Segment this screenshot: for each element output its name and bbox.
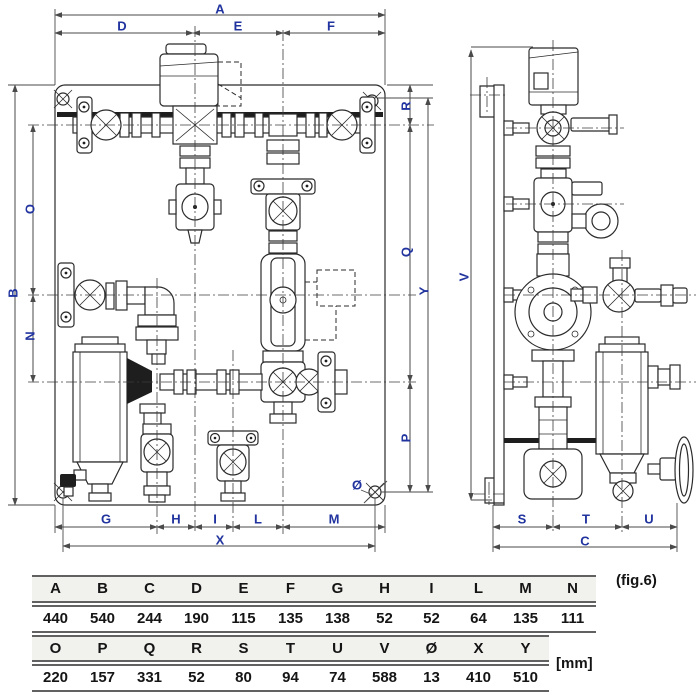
dim-value: 115 xyxy=(231,609,256,627)
col-header: T xyxy=(285,639,296,657)
col-header: O xyxy=(49,639,62,657)
col-header: N xyxy=(567,580,578,597)
dim-label-m: M xyxy=(328,511,340,527)
dim-label-c: C xyxy=(580,533,590,549)
dim-label-v: V xyxy=(456,272,472,282)
col-header: V xyxy=(379,639,390,657)
col-header: D xyxy=(191,580,202,597)
dim-value: 94 xyxy=(282,669,299,687)
col-header: G xyxy=(331,580,344,597)
units-label: [mm] xyxy=(556,655,593,672)
dim-value: 331 xyxy=(136,669,163,687)
dim-label-diameter: Ø xyxy=(351,477,363,493)
col-header: H xyxy=(379,580,390,597)
figure-caption: (fig.6) xyxy=(616,572,657,589)
dim-label-b: B xyxy=(5,288,21,298)
dim-label-l: L xyxy=(254,511,262,527)
dim-value: 111 xyxy=(560,609,585,627)
dim-label-h: H xyxy=(171,511,181,527)
dim-label-q: Q xyxy=(398,246,414,258)
dim-value: 410 xyxy=(465,669,492,687)
col-header: F xyxy=(285,580,296,597)
dim-value: 13 xyxy=(423,669,440,687)
dim-value: 540 xyxy=(89,609,116,627)
dim-value: 64 xyxy=(470,609,487,627)
col-header: P xyxy=(97,639,108,657)
dim-value: 52 xyxy=(423,609,440,627)
front-view xyxy=(53,43,386,506)
dim-value: 52 xyxy=(188,669,205,687)
dim-value: 80 xyxy=(235,669,252,687)
dim-value: 157 xyxy=(89,669,116,687)
technical-drawing xyxy=(8,9,696,552)
dim-label-g: G xyxy=(100,511,112,527)
dim-label-i: I xyxy=(213,511,217,527)
dim-value: 244 xyxy=(136,609,163,627)
dim-value: 135 xyxy=(512,609,539,627)
dimension-table: A B C D E F G H I L M N 440 540 244 190 … xyxy=(32,575,596,694)
table-header-row-2: O P Q R S T U V Ø X Y xyxy=(32,634,549,663)
dim-label-d: D xyxy=(117,18,127,34)
col-header: A xyxy=(50,580,61,597)
dim-label-s: S xyxy=(517,511,527,527)
col-header: S xyxy=(238,639,249,657)
col-header: B xyxy=(97,580,108,597)
centerlines xyxy=(28,26,696,534)
table-value-row-2: 220 157 331 52 80 94 74 588 13 410 510 xyxy=(32,664,549,692)
side-air-separator xyxy=(595,336,694,504)
col-header: Ø xyxy=(425,639,438,657)
col-header: X xyxy=(473,639,484,657)
dim-label-y: Y xyxy=(416,286,432,296)
dim-label-f: F xyxy=(327,18,335,34)
dim-label-r: R xyxy=(398,101,414,111)
dimension-lines xyxy=(8,9,678,552)
side-view xyxy=(479,47,694,506)
dim-value: 190 xyxy=(183,609,210,627)
dim-label-o: O xyxy=(22,203,38,215)
col-header: U xyxy=(332,639,343,657)
dim-value: 138 xyxy=(324,609,351,627)
dim-value: 52 xyxy=(376,609,393,627)
dim-label-t: T xyxy=(582,511,590,527)
dim-value: 588 xyxy=(371,669,398,687)
dim-label-p: P xyxy=(398,433,414,443)
col-header: R xyxy=(191,639,202,657)
dim-label-n: N xyxy=(22,331,38,341)
col-header: L xyxy=(473,580,484,597)
col-header: Y xyxy=(520,639,531,657)
dim-value: 135 xyxy=(277,609,304,627)
col-header: Q xyxy=(143,639,156,657)
col-header: E xyxy=(238,580,249,597)
dim-value: 510 xyxy=(512,669,539,687)
dim-value: 440 xyxy=(42,609,69,627)
col-header: C xyxy=(144,580,155,597)
dim-value: 74 xyxy=(329,669,346,687)
col-header: I xyxy=(429,580,434,597)
dim-label-e: E xyxy=(233,18,243,34)
table-value-row-1: 440 540 244 190 115 135 138 52 52 64 135… xyxy=(32,604,596,633)
dim-value: 220 xyxy=(42,669,69,687)
front-air-separator xyxy=(60,336,152,502)
table-header-row-1: A B C D E F G H I L M N xyxy=(32,575,596,603)
side-return-valve xyxy=(570,257,688,313)
dim-label-x: X xyxy=(215,532,225,548)
col-header: M xyxy=(519,580,532,597)
dim-label-a: A xyxy=(215,1,225,17)
dim-label-u: U xyxy=(644,511,654,527)
